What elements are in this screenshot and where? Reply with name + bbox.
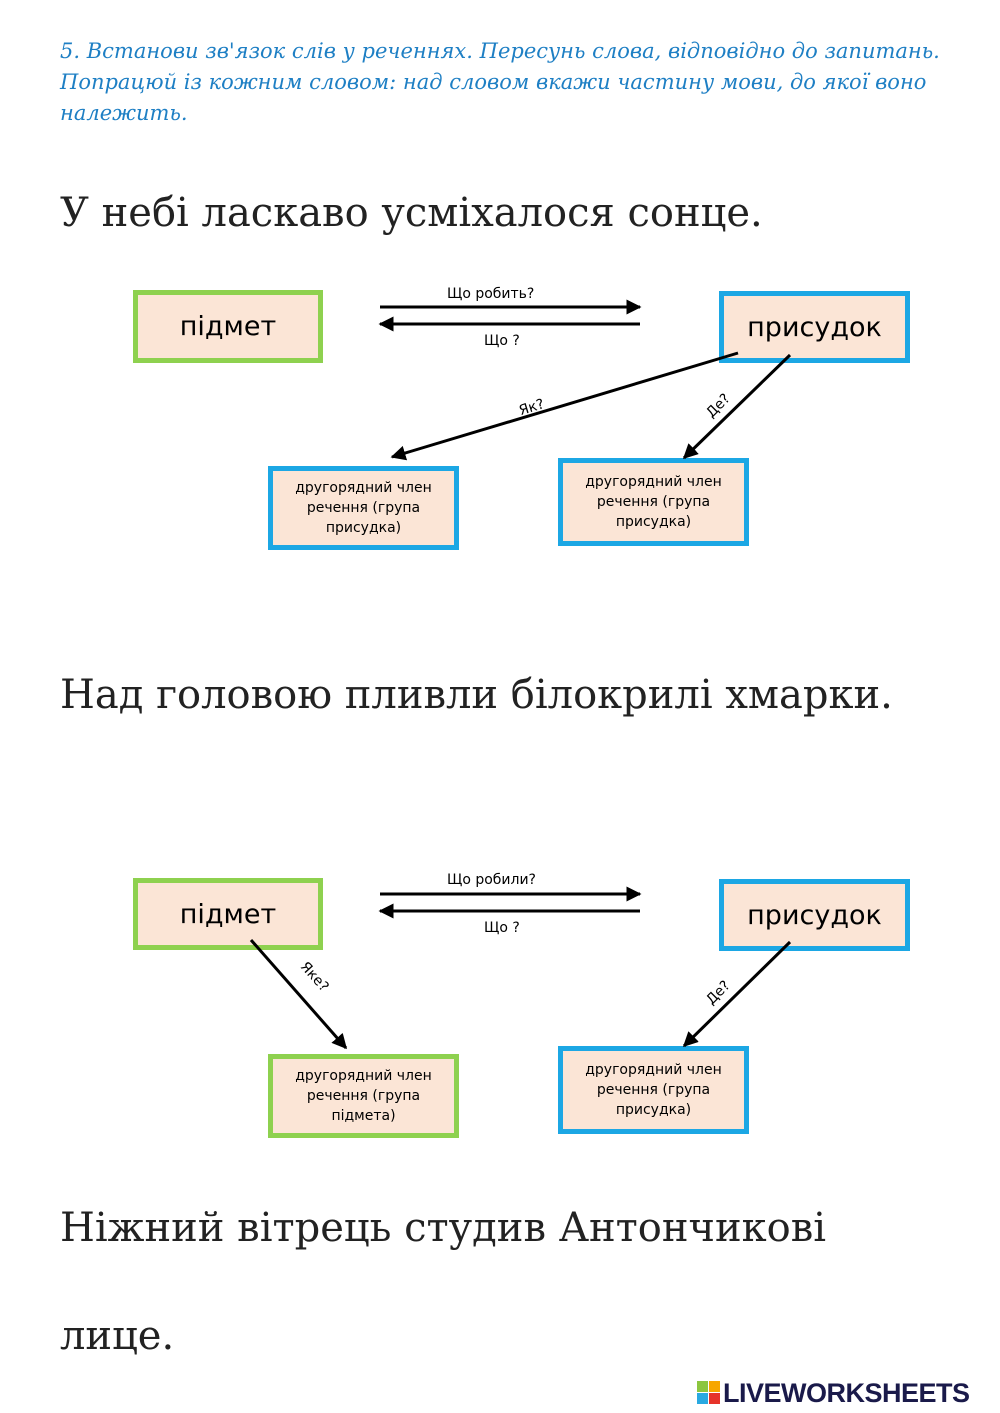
sentence-2: Над головою пливли білокрилі хмарки. <box>60 672 893 718</box>
box-line: другорядний член <box>585 1062 722 1078</box>
secondary-member-box-right[interactable]: другорядний член речення (група присудка… <box>558 458 749 546</box>
box-line: другорядний член <box>585 474 722 490</box>
box-line: другорядний член <box>295 480 432 496</box>
arrow-where <box>682 353 792 460</box>
question-label: Яке? <box>297 959 332 995</box>
arrow-where <box>682 940 792 1048</box>
secondary-member-box-right[interactable]: другорядний член речення (група присудка… <box>558 1046 749 1134</box>
box-line: речення (група <box>306 1088 421 1104</box>
predicate-box[interactable]: присудок <box>719 879 910 951</box>
liveworksheets-logo-icon <box>697 1381 721 1405</box>
arrow-which <box>249 939 348 1050</box>
question-label: Як? <box>517 396 546 419</box>
sentence-1: У небі ласкаво усміхалося сонце. <box>60 190 763 236</box>
arrow-how <box>390 351 739 461</box>
predicate-box[interactable]: присудок <box>719 291 910 363</box>
question-label: Що робить? <box>447 286 534 302</box>
box-line: речення (група <box>596 494 711 510</box>
logo-text: LIVEWORKSHEETS <box>723 1377 970 1408</box>
box-line: присудка) <box>615 514 692 530</box>
liveworksheets-logo[interactable]: LIVEWORKSHEETS <box>697 1378 970 1408</box>
box-line: присудка) <box>325 520 402 536</box>
question-label: Що ? <box>484 333 520 349</box>
sentence-3-line-2: лице. <box>60 1313 175 1359</box>
box-line: другорядний член <box>295 1068 432 1084</box>
box-line: речення (група <box>596 1082 711 1098</box>
subject-box[interactable]: підмет <box>133 290 323 363</box>
box-line: підмета) <box>331 1108 396 1124</box>
sentence-3-line-1: Ніжний вітрець студив Антончикові <box>60 1205 827 1251</box>
secondary-member-box-left[interactable]: другорядний член речення (група присудка… <box>268 466 459 550</box>
question-label: Що робили? <box>447 872 536 888</box>
question-label: Що ? <box>484 920 520 936</box>
secondary-member-box-left[interactable]: другорядний член речення (група підмета) <box>268 1054 459 1138</box>
subject-box[interactable]: підмет <box>133 878 323 950</box>
task-instruction: 5. Встанови зв'язок слів у реченнях. Пер… <box>60 39 940 125</box>
box-line: присудка) <box>615 1102 692 1118</box>
box-line: речення (група <box>306 500 421 516</box>
